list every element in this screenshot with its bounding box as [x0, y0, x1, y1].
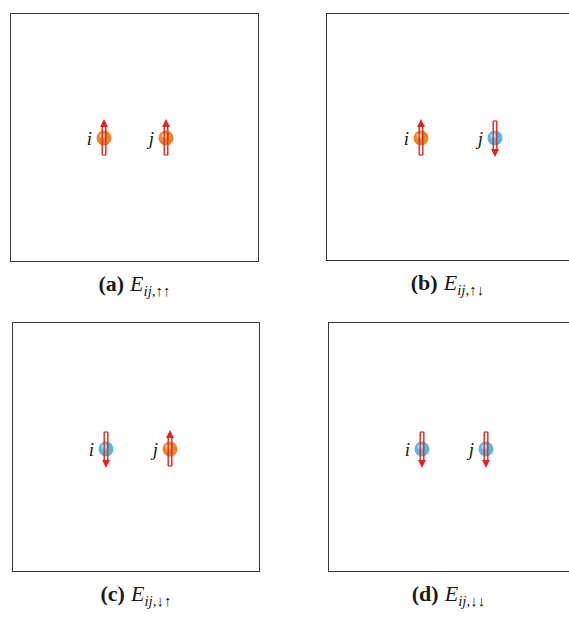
arrow-shaft: [419, 127, 420, 155]
arrow-shaft: [484, 431, 488, 432]
spin-symbol: [415, 432, 430, 468]
spin-ball: [99, 442, 114, 457]
energy-subscript: ij,↑↓: [457, 282, 484, 298]
arrow-shaft: [487, 432, 488, 460]
spin-symbol: [479, 432, 494, 468]
arrow-shaft: [101, 127, 102, 155]
arrow-shaft: [496, 121, 497, 149]
spin-panel: ij(b)Eij,↑↓: [326, 13, 569, 261]
panel-caption: (d)Eij,↓↓: [328, 581, 569, 610]
arrow-shaft: [484, 432, 485, 460]
spin-symbol: [163, 430, 178, 466]
panel-caption: (b)Eij,↑↓: [326, 270, 569, 299]
arrow-shaft: [419, 154, 423, 155]
arrow-shaft: [493, 120, 497, 121]
site-label: i: [89, 440, 94, 459]
site-label: j: [469, 440, 474, 459]
spin-panel: ij(a)Eij,↑↑: [10, 13, 259, 262]
arrow-shaft: [423, 432, 424, 460]
spin-illustration: [11, 14, 260, 263]
arrow-shaft: [103, 432, 104, 460]
site-label: i: [405, 440, 410, 459]
caption-letter: (b): [411, 270, 438, 295]
arrow-head: [100, 119, 108, 127]
arrow-shaft: [107, 432, 108, 460]
panel-caption: (c)Eij,↓↑: [12, 581, 260, 610]
arrow-shaft: [168, 465, 172, 466]
site-label: i: [87, 129, 92, 148]
panel-caption: (a)Eij,↑↑: [10, 271, 259, 300]
arrow-shaft: [420, 432, 421, 460]
arrow-head: [491, 149, 499, 157]
arrow-head: [418, 460, 426, 468]
spin-illustration: [327, 14, 569, 262]
spin-symbol: [488, 121, 503, 157]
energy-subscript: ij,↑↑: [144, 283, 171, 299]
spin-ball: [414, 131, 429, 146]
arrow-shaft: [163, 127, 164, 155]
site-label: j: [153, 440, 158, 459]
energy-subscript: ij,↓↑: [144, 593, 171, 609]
spin-illustration: [329, 323, 569, 573]
energy-symbol: E: [130, 271, 143, 296]
arrow-shaft: [493, 121, 494, 149]
energy-symbol: E: [131, 581, 144, 606]
arrow-shaft: [104, 431, 108, 432]
spin-symbol: [97, 119, 112, 155]
caption-letter: (d): [412, 581, 439, 606]
spin-panel: ij(c)Eij,↓↑: [12, 322, 260, 572]
spin-ball: [97, 131, 112, 146]
energy-symbol: E: [445, 581, 458, 606]
spin-ball: [163, 442, 178, 457]
arrow-head: [166, 430, 174, 438]
spin-illustration: [13, 323, 261, 573]
caption-letter: (a): [98, 271, 124, 296]
spin-panel: ij(d)Eij,↓↓: [328, 322, 569, 572]
spin-ball: [415, 442, 430, 457]
spin-ball: [159, 131, 174, 146]
spin-symbol: [99, 432, 114, 468]
arrow-head: [417, 119, 425, 127]
spin-ball: [488, 131, 503, 146]
spin-symbol: [159, 119, 174, 155]
arrow-head: [482, 460, 490, 468]
site-label: i: [404, 129, 409, 148]
arrow-shaft: [420, 431, 424, 432]
energy-subscript: ij,↓↓: [458, 593, 485, 609]
arrow-shaft: [171, 438, 172, 466]
site-label: j: [149, 129, 154, 148]
arrow-shaft: [167, 127, 168, 155]
caption-letter: (c): [101, 581, 125, 606]
site-label: j: [478, 129, 483, 148]
arrow-shaft: [102, 154, 106, 155]
arrow-head: [102, 460, 110, 468]
arrow-shaft: [167, 438, 168, 466]
arrow-shaft: [422, 127, 423, 155]
arrow-shaft: [105, 127, 106, 155]
energy-symbol: E: [444, 270, 457, 295]
arrow-head: [162, 119, 170, 127]
arrow-shaft: [164, 154, 168, 155]
spin-symbol: [414, 119, 429, 155]
spin-ball: [479, 442, 494, 457]
